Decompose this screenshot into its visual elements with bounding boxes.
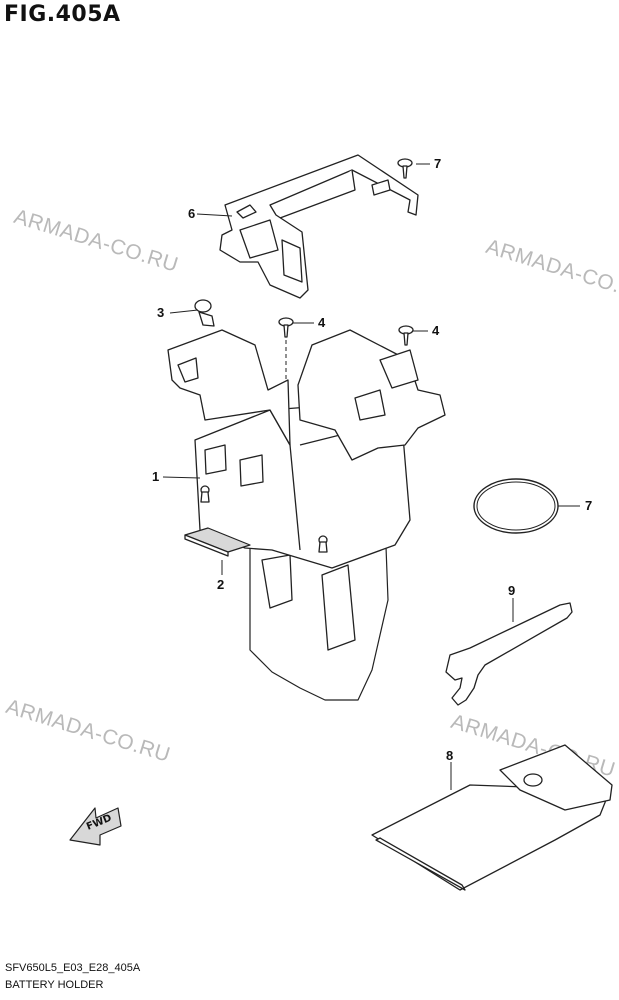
part-4-screw-a — [278, 317, 294, 380]
callout-2: 2 — [217, 577, 225, 592]
part-9-spanner — [445, 602, 573, 706]
callout-5: 6 — [188, 206, 196, 221]
part-6-screw — [397, 158, 413, 179]
part-2-pad — [184, 527, 251, 557]
part-4-screw-b — [398, 325, 414, 346]
part-8-tool-bag — [371, 744, 613, 891]
fwd-arrow — [69, 807, 122, 846]
callout-9: 9 — [508, 583, 516, 598]
diagram-code: SFV650L5_E03_E28_405A — [5, 962, 141, 974]
callout-3: 3 — [157, 305, 165, 320]
callout-6: 7 — [434, 156, 442, 171]
leader-lines — [162, 163, 580, 790]
part-1-battery-holder — [167, 329, 446, 701]
callout-8: 8 — [446, 748, 454, 763]
callout-4a: 4 — [318, 315, 326, 330]
figure-title: FIG.405A — [4, 2, 121, 27]
part-3-bolt — [194, 299, 215, 327]
diagram-caption: BATTERY HOLDER — [5, 979, 104, 991]
callout-1: 1 — [152, 469, 160, 484]
part-5-upper-bracket — [219, 154, 419, 299]
callout-4b: 4 — [432, 323, 440, 338]
part-7-band — [473, 478, 559, 534]
callout-7: 7 — [585, 498, 593, 513]
